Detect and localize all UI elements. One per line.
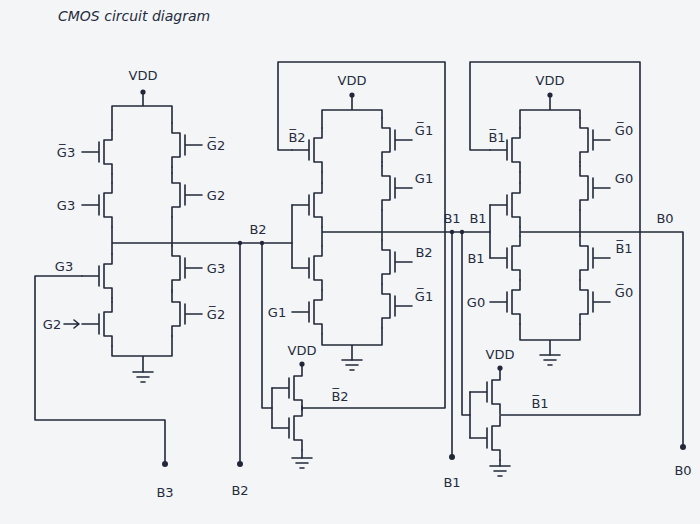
wire <box>452 232 470 455</box>
ground-symbol <box>540 355 560 365</box>
transistor <box>82 130 112 174</box>
terminal-dot <box>140 89 145 94</box>
signal-label: B1 <box>469 212 486 225</box>
signal-label: G2 <box>43 318 61 331</box>
ground-symbol <box>342 360 362 370</box>
signal-label: VDD <box>536 74 565 87</box>
wire <box>240 243 272 462</box>
signal-label: VDD <box>129 69 158 82</box>
signal-label: B̅1 <box>488 131 505 144</box>
signal-label: B̅1 <box>531 397 548 410</box>
signal-label: B0 <box>674 464 691 477</box>
transistor <box>580 166 610 210</box>
signal-label: B̅2 <box>331 390 348 403</box>
transistor <box>382 118 412 162</box>
terminal-dot <box>299 361 304 366</box>
ground-symbol <box>490 466 510 476</box>
signal-label: G1 <box>268 306 286 319</box>
transistor <box>470 370 500 414</box>
signal-label: G̅1 <box>415 290 433 303</box>
signal-label: G3 <box>55 260 73 273</box>
transistor <box>490 183 520 227</box>
signal-label: B3 <box>156 486 173 499</box>
terminal-dot <box>349 92 354 97</box>
wire <box>112 92 292 372</box>
transistor <box>490 280 520 324</box>
signal-label: B2 <box>415 246 432 259</box>
signal-label: G0 <box>467 296 485 309</box>
junction-dot <box>238 241 242 245</box>
signal-label: B2 <box>231 484 248 497</box>
transistor <box>580 118 610 162</box>
signal-label: G̅1 <box>415 124 433 137</box>
transistor <box>172 292 202 336</box>
wire <box>272 62 445 458</box>
xor-gate-b0 <box>452 62 683 476</box>
transistor <box>580 280 610 324</box>
signal-label: B1 <box>443 212 460 225</box>
terminal-dot <box>237 461 243 467</box>
xor-gate-b1 <box>272 62 490 468</box>
wire <box>35 276 165 462</box>
transistor <box>490 236 520 280</box>
ground-symbol <box>292 458 312 468</box>
signal-label: B̅2 <box>288 131 305 144</box>
terminal-dot <box>497 365 502 370</box>
arrow <box>64 320 79 328</box>
transistor <box>172 123 202 167</box>
signal-label: B0 <box>656 212 673 225</box>
signal-label: B1 <box>443 476 460 489</box>
diagram-title: CMOS circuit diagram <box>58 8 210 24</box>
transistor <box>382 284 412 328</box>
wiring <box>35 62 683 476</box>
signal-label: VDD <box>338 74 367 87</box>
signal-label: G̅2 <box>207 308 225 321</box>
transistor <box>272 366 302 410</box>
ground-symbol <box>133 372 153 382</box>
signal-label: G̅0 <box>615 124 633 137</box>
signal-label: G3 <box>57 199 75 212</box>
signal-label: B̅1 <box>615 242 632 255</box>
terminal-dot <box>680 444 686 450</box>
transistor <box>580 236 610 280</box>
transistor <box>382 166 412 210</box>
transistor <box>82 183 112 227</box>
transistor <box>292 183 322 227</box>
transistor <box>292 246 322 290</box>
signal-label: VDD <box>486 348 515 361</box>
signal-label: G̅3 <box>57 146 75 159</box>
junction-dot <box>450 230 454 234</box>
signal-label: VDD <box>288 344 317 357</box>
junction-dot <box>460 230 464 234</box>
signal-label: G0 <box>615 172 633 185</box>
signal-label: G1 <box>415 172 433 185</box>
signal-label: G̅0 <box>615 286 633 299</box>
signal-label: G3 <box>207 262 225 275</box>
transistor <box>172 173 202 217</box>
transistor <box>382 240 412 284</box>
terminal-dot <box>449 454 455 460</box>
terminal-dot <box>547 92 552 97</box>
signal-label: G̅2 <box>207 139 225 152</box>
wire <box>470 62 640 466</box>
signal-label: B1 <box>467 252 484 265</box>
terminal-dot <box>162 461 168 467</box>
signal-label: G2 <box>207 189 225 202</box>
terminal-dots <box>140 89 686 467</box>
transistor <box>82 254 112 298</box>
transistor <box>172 246 202 290</box>
transistor <box>82 302 112 346</box>
wire <box>490 95 683 445</box>
transistor <box>292 290 322 334</box>
junction-dot <box>260 241 264 245</box>
signal-label: B2 <box>249 223 266 236</box>
transistor <box>272 406 302 450</box>
xor-gate-b2 <box>35 92 292 462</box>
wire <box>292 95 490 360</box>
transistor <box>470 416 500 460</box>
